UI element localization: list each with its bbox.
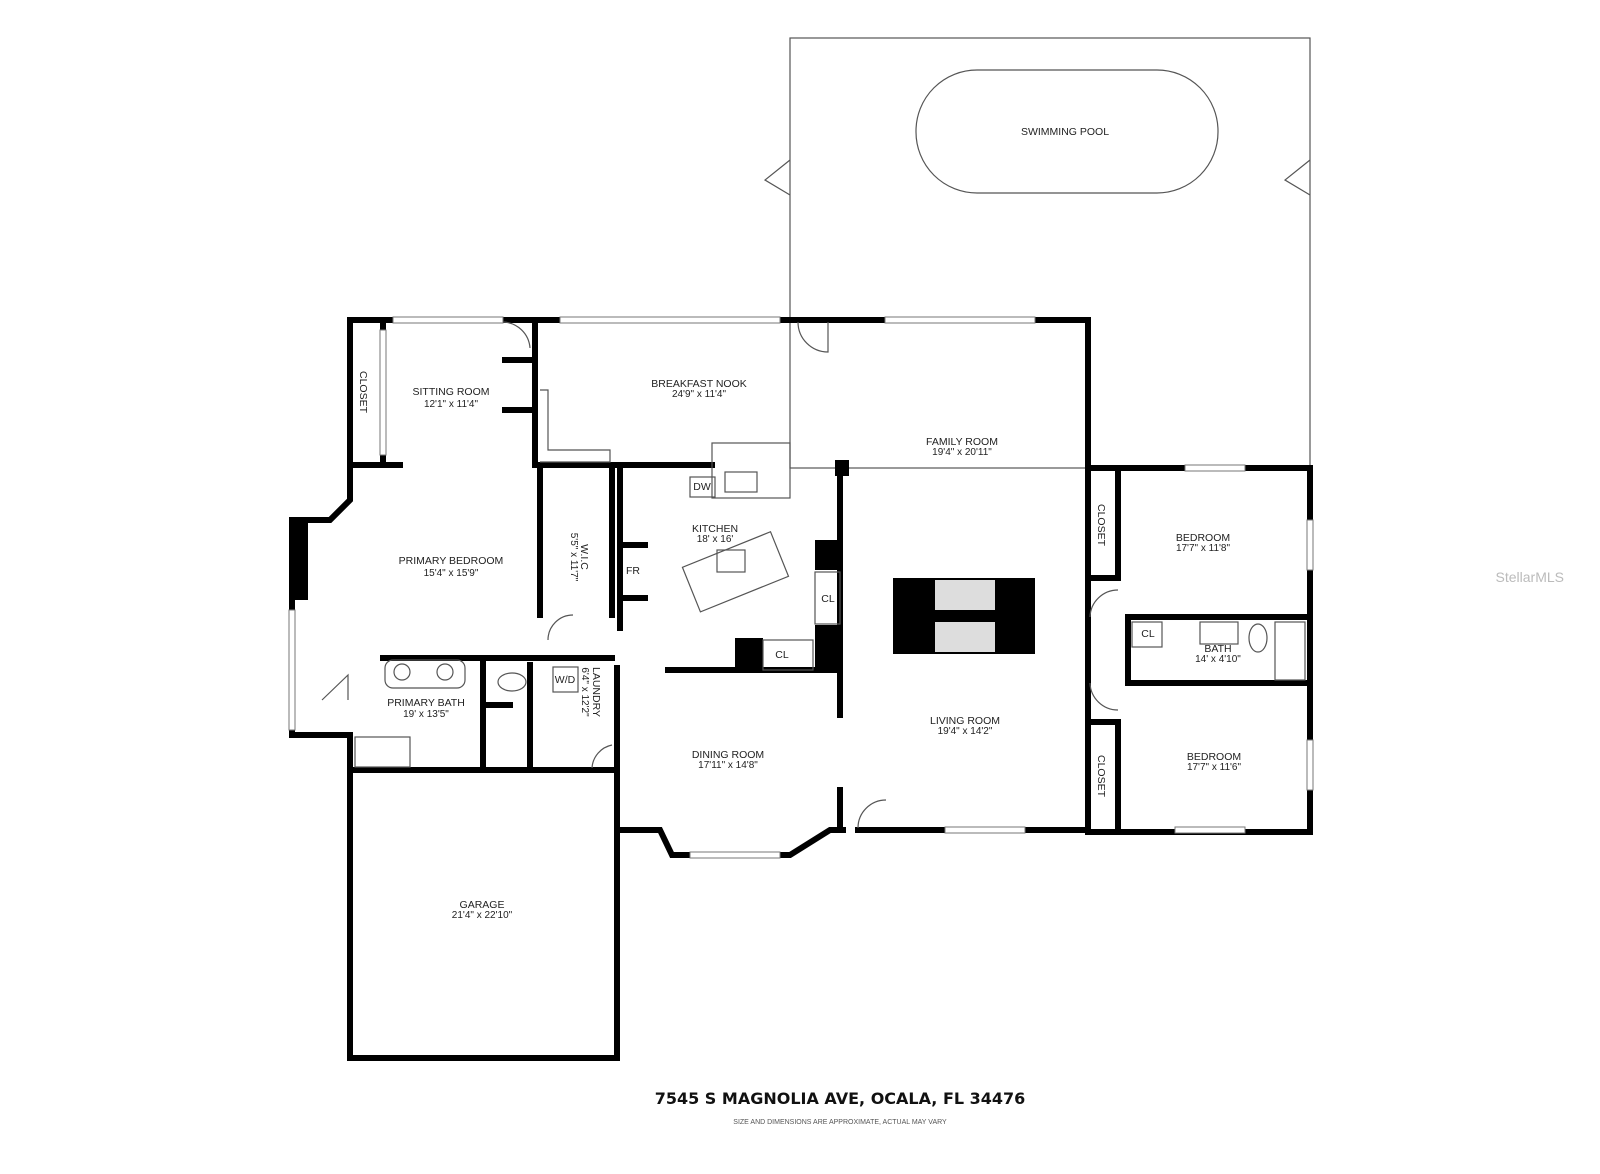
room-name: W.I.C [578, 544, 590, 570]
room-name: CLOSET [357, 371, 369, 414]
room-dimensions: 15'4" x 15'9" [424, 568, 479, 579]
property-address: 7545 S MAGNOLIA AVE, OCALA, FL 34476 [655, 1089, 1026, 1108]
dishwasher-label: DW [693, 481, 711, 493]
toilet [1248, 623, 1268, 653]
disclaimer: SIZE AND DIMENSIONS ARE APPROXIMATE, ACT… [733, 1119, 947, 1126]
room-name: LIVING ROOM [930, 715, 1000, 727]
bath-tub [1274, 621, 1306, 681]
walls [289, 317, 1313, 1061]
room-dimensions: 17'7" x 11'8" [1176, 543, 1231, 554]
room-name: BREAKFAST NOOK [651, 378, 747, 390]
room-name: PRIMARY BEDROOM [399, 555, 504, 567]
bath-sink [1199, 621, 1239, 645]
room-dimensions: 5'5" x 11'7" [568, 533, 579, 582]
washer-dryer-label: W/D [555, 674, 576, 686]
bathtub [354, 736, 411, 768]
room-dimensions: 17'7" x 11'6" [1187, 762, 1242, 773]
room-name: PRIMARY BATH [387, 697, 465, 709]
room-name: CLOSET [1095, 755, 1107, 798]
room-dimensions: 21'4" x 22'10" [452, 910, 513, 921]
swimming-pool [915, 69, 1219, 194]
double-vanity [384, 659, 466, 689]
room-name: SWIMMING POOL [1021, 126, 1109, 138]
watermark: StellarMLS [1496, 569, 1564, 585]
fixture-labels: DW FR CL CL CL W/D [552, 481, 1163, 693]
room-name: BATH [1204, 643, 1231, 655]
room-dimensions: 6'4" x 12'2" [579, 667, 590, 717]
room-dimensions: 18' x 16' [697, 534, 734, 545]
windows [288, 316, 1314, 859]
room-name: SITTING ROOM [413, 386, 490, 398]
fixtures [354, 389, 1306, 768]
room-name: CLOSET [1095, 504, 1107, 547]
closet-label: CL [1141, 628, 1155, 640]
room-dimensions: 19' x 13'5" [403, 709, 449, 720]
closet-label: CL [821, 593, 835, 605]
room-dimensions: 14' x 4'10" [1195, 654, 1241, 665]
room-name: GARAGE [460, 899, 505, 911]
room-dimensions: 19'4" x 20'11" [932, 447, 992, 458]
sink-icon [724, 471, 758, 493]
room-dimensions: 19'4" x 14'2" [938, 726, 993, 737]
room-labels: SWIMMING POOL SITTING ROOM 12'1" x 11'4"… [357, 126, 1241, 921]
doors [321, 321, 1119, 829]
kitchen-sink-counter [711, 442, 791, 499]
room-name: BEDROOM [1176, 532, 1230, 544]
closet-label: CL [775, 649, 789, 661]
pool-area [763, 37, 1311, 469]
room-name: BEDROOM [1187, 751, 1241, 763]
room-dimensions: 17'11" x 14'8" [698, 760, 758, 771]
room-name: KITCHEN [692, 523, 738, 535]
cooktop-icon [716, 549, 746, 573]
room-dimensions: 24'9" x 11'4" [672, 389, 727, 400]
room-name: FAMILY ROOM [926, 436, 998, 448]
room-name: DINING ROOM [692, 749, 764, 761]
room-name: LAUNDRY [590, 667, 602, 717]
room-dimensions: 12'1" x 11'4" [424, 399, 479, 410]
fridge-label: FR [626, 565, 640, 577]
